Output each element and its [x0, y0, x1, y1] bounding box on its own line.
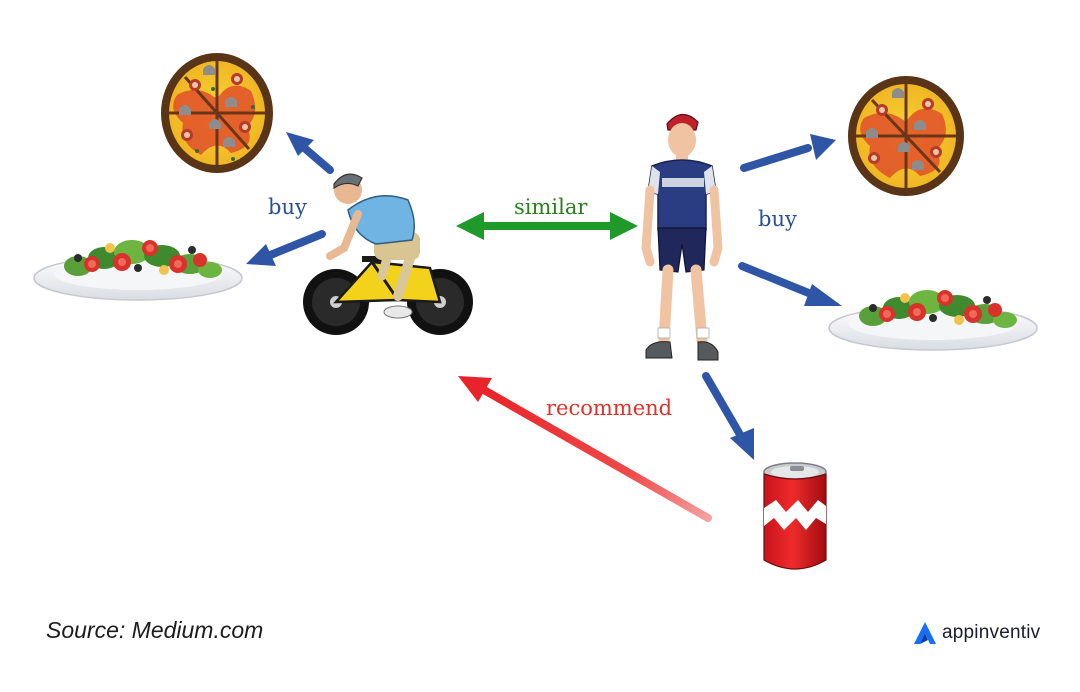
- soda-can-icon: [763, 462, 827, 570]
- cyclist-icon: [303, 173, 473, 335]
- buy-arrow-to-salad: [246, 230, 326, 266]
- appinventiv-logo-icon: [914, 622, 936, 644]
- buy-arrow-to-pizza: [286, 132, 334, 174]
- buy-label-right: buy: [758, 207, 797, 231]
- recommend-arrow: [458, 376, 712, 522]
- salad-icon: [828, 290, 1038, 351]
- buy-arrow-to-soda: [702, 372, 754, 460]
- buy-arrow-to-pizza-right: [740, 134, 836, 172]
- source-caption: Source: Medium.com: [46, 617, 264, 643]
- similar-arrow: [456, 212, 638, 240]
- salad-icon: [33, 240, 243, 301]
- buy-label-left: buy: [268, 195, 307, 219]
- recommend-label: recommend: [546, 396, 673, 420]
- pizza-icon: [161, 53, 273, 173]
- brand-name: appinventiv: [942, 622, 1041, 643]
- brand-logo: appinventiv: [912, 618, 1040, 648]
- buy-arrow-to-salad-right: [738, 262, 842, 306]
- standing-person-icon: [641, 113, 723, 361]
- similar-label: similar: [514, 195, 588, 219]
- pizza-icon: [848, 76, 964, 196]
